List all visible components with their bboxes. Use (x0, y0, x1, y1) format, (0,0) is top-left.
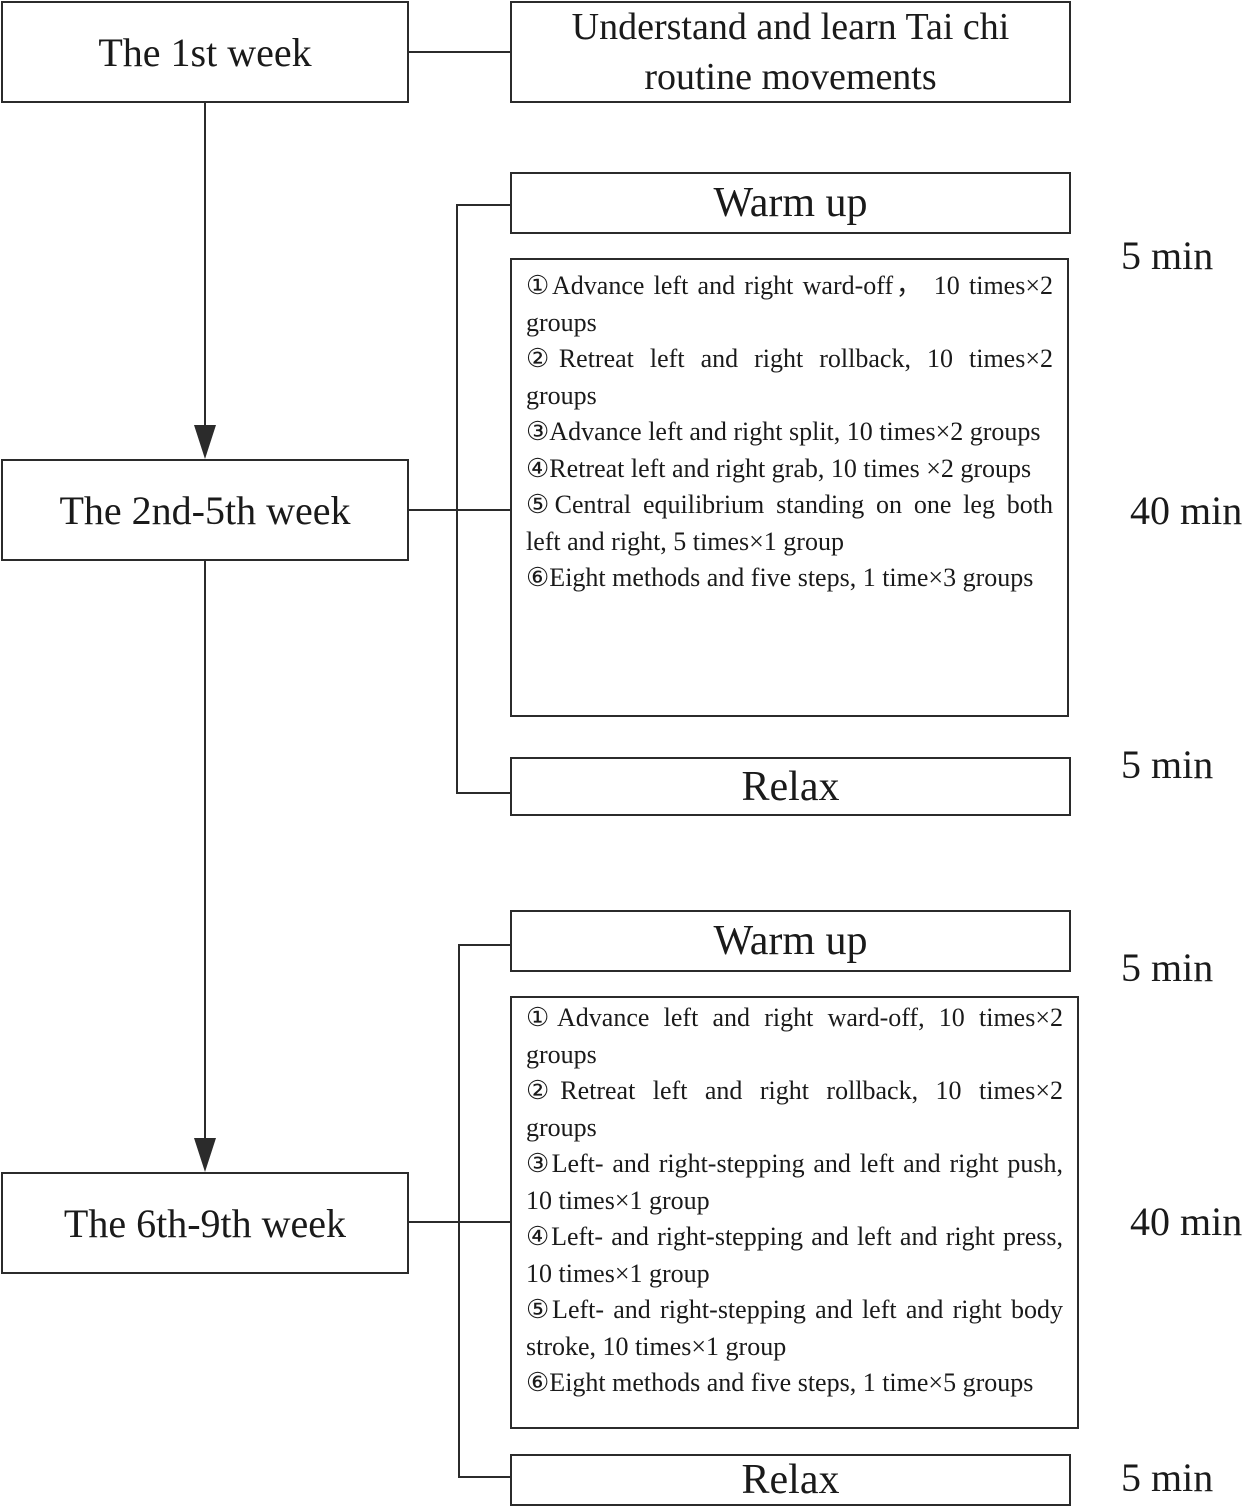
bracket-block2 (458, 944, 510, 1478)
week1-task-box: Understand and learn Tai chi routine mov… (510, 1, 1071, 103)
arrowhead-week2 (194, 425, 216, 459)
block1-relax-label: Relax (741, 763, 840, 810)
block1-relax-duration: 5 min (1121, 742, 1214, 787)
block2-warmup-duration: 5 min (1121, 945, 1214, 990)
block1-step-4: ④Retreat left and right grab, 10 times ×… (526, 453, 1032, 483)
week2-label: The 2nd-5th week (59, 487, 351, 533)
block1-step-3: ③Advance left and right split, 10 times×… (526, 417, 1041, 446)
arrowhead-week3 (194, 1138, 216, 1172)
bracket-block1 (456, 204, 510, 794)
block2-step-2: ②Retreat left and right rollback, 10 tim… (526, 1076, 1063, 1142)
week1-label: The 1st week (98, 29, 312, 75)
week1-task-label: Understand and learn Tai chi routine mov… (571, 6, 1010, 98)
block2-steps-box: ①Advance left and right ward-off, 10 tim… (510, 996, 1079, 1429)
block2-step-4: ④Left- and right-stepping and left and r… (526, 1222, 1063, 1288)
week3-label: The 6th-9th week (63, 1200, 347, 1246)
block2-step-1: ①Advance left and right ward-off, 10 tim… (526, 1003, 1063, 1069)
block2-main-duration: 40 min (1130, 1199, 1243, 1244)
week1-box: The 1st week (1, 1, 409, 103)
block2-relax-box: Relax (510, 1454, 1071, 1506)
block2-step-5: ⑤Left- and right-stepping and left and r… (526, 1295, 1063, 1361)
week2-box: The 2nd-5th week (1, 459, 409, 561)
week3-box: The 6th-9th week (1, 1172, 409, 1274)
block2-warmup-box: Warm up (510, 910, 1071, 972)
block1-main-duration: 40 min (1130, 488, 1243, 533)
block2-relax-duration: 5 min (1121, 1455, 1214, 1500)
block1-step-2: ②Retreat left and right rollback, 10 tim… (526, 344, 1053, 410)
block1-step-6: ⑥Eight methods and five steps, 1 time×3 … (526, 563, 1034, 592)
block1-warmup-label: Warm up (713, 180, 868, 226)
block2-relax-label: Relax (741, 1457, 840, 1503)
block1-warmup-box: Warm up (510, 172, 1071, 234)
block1-warmup-duration: 5 min (1121, 233, 1214, 278)
block2-step-6: ⑥Eight methods and five steps, 1 time×5 … (526, 1368, 1034, 1397)
block2-step-3: ③Left- and right-stepping and left and r… (526, 1149, 1063, 1215)
block1-step-1: ①Advance left and right ward-off， 10 tim… (526, 271, 1053, 337)
block1-step-5: ⑤Central equilibrium standing on one leg… (526, 490, 1053, 556)
block1-relax-box: Relax (510, 757, 1071, 816)
block1-steps-box: ①Advance left and right ward-off， 10 tim… (510, 258, 1069, 717)
block2-warmup-label: Warm up (713, 918, 868, 964)
